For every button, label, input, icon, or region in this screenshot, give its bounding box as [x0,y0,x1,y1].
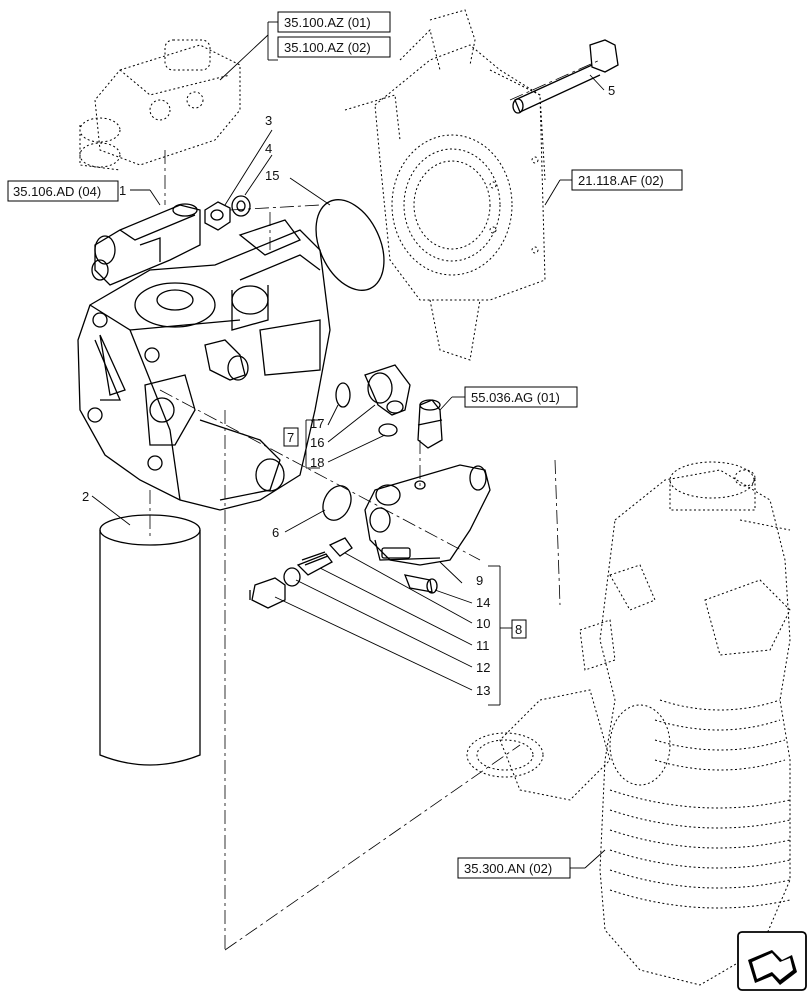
reference-label: 35.106.AD (04) [13,184,101,199]
solenoid-valve-part [91,203,201,286]
callout-18: 18 [310,455,324,470]
callout-15: 15 [265,168,279,183]
callout-4: 4 [265,141,272,156]
reference-label: 21.118.AF (02) [578,173,664,188]
callout-9: 9 [476,573,483,588]
nut-and-washer-parts [204,195,251,231]
reference-box-35100az01[interactable]: 35.100.AZ (01) [277,11,391,33]
callout-14: 14 [476,595,490,610]
callout-1: 1 [119,183,126,198]
housing-ghost [344,9,546,361]
reference-box-21118af02[interactable]: 21.118.AF (02) [571,169,683,191]
bolt-part [512,39,619,114]
filter-head-part [364,464,491,566]
callout-3: 3 [265,113,272,128]
hydraulic-pump-part [77,219,331,511]
reference-label: 35.100.AZ (02) [284,40,371,55]
o-ring-15-part [315,199,385,291]
filter-cartridge-part [99,514,201,766]
callout-13: 13 [476,683,490,698]
callout-12: 12 [476,660,490,675]
callout-10: 10 [476,616,490,631]
callout-2: 2 [82,489,89,504]
quick-coupling-part [417,399,443,449]
callout-16: 16 [310,435,324,450]
reference-label: 35.300.AN (02) [464,861,552,876]
reference-label: 35.100.AZ (01) [284,15,371,30]
callout-11: 11 [476,638,490,653]
center-lines [149,59,601,951]
elbow-fitting-parts [335,364,411,437]
navigation-arrow-icon[interactable] [737,931,807,991]
callout-7: 7 [287,430,294,445]
reference-box-35106ad04[interactable]: 35.106.AD (04) [7,180,119,202]
callout-8: 8 [515,622,522,637]
valve-block-ghost [79,39,241,171]
callouts: 1 2 3 4 5 6 7 8 9 10 11 12 13 14 15 16 1… [82,83,615,698]
reference-box-35100az02[interactable]: 35.100.AZ (02) [277,36,391,58]
leader-lines [91,21,606,869]
o-ring-6-part [322,485,352,521]
reference-box-55036ag01[interactable]: 55.036.AG (01) [464,386,578,408]
callout-5: 5 [608,83,615,98]
filter-housing-ghost [466,461,791,986]
callout-17: 17 [310,416,324,431]
callout-7-box [283,427,299,447]
relief-valve-parts [249,537,353,609]
screw-14-part [403,574,438,594]
reference-box-35300an02[interactable]: 35.300.AN (02) [457,857,571,879]
reference-label: 55.036.AG (01) [471,390,560,405]
callout-6: 6 [272,525,279,540]
callout-8-box [511,619,527,639]
